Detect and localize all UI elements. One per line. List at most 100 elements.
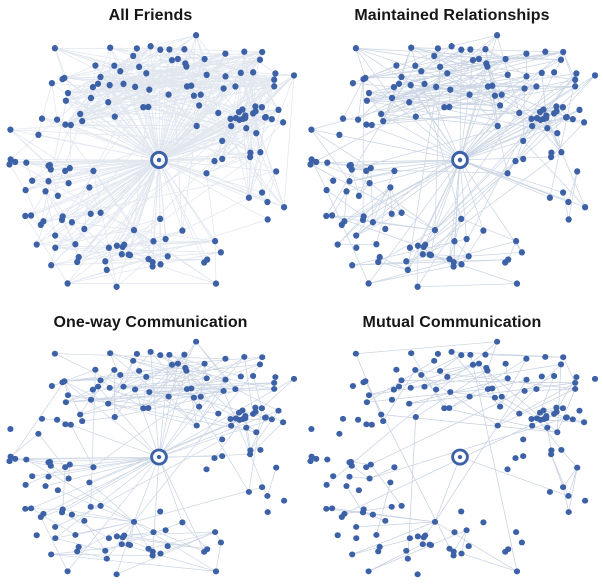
friend-node	[363, 121, 370, 128]
ego-dot	[156, 157, 161, 162]
friend-node	[44, 473, 52, 480]
friend-node	[113, 570, 120, 577]
friend-node	[38, 415, 45, 422]
friend-node	[256, 446, 263, 453]
friend-node	[388, 503, 395, 510]
friend-node	[111, 413, 118, 420]
network-all-friends	[5, 31, 297, 290]
friend-node	[504, 465, 511, 472]
friend-node	[355, 486, 362, 493]
friend-node	[458, 46, 465, 53]
friend-node	[142, 373, 149, 380]
friend-node	[264, 508, 271, 515]
friend-node	[360, 378, 367, 385]
friend-node	[6, 425, 13, 432]
ego-dot	[156, 454, 161, 459]
friend-node	[190, 394, 197, 401]
friend-node	[448, 348, 455, 355]
friend-node	[421, 383, 428, 390]
friend-node	[434, 44, 441, 52]
friend-node	[51, 350, 58, 357]
friend-node	[200, 548, 207, 555]
friend-node	[591, 375, 599, 382]
friend-node	[529, 122, 536, 129]
friend-node	[27, 504, 34, 511]
friend-node	[574, 167, 581, 175]
panel-title: One-way Communication	[53, 314, 248, 331]
friend-node	[53, 116, 60, 123]
friend-node	[414, 242, 421, 249]
friend-node	[414, 533, 421, 539]
friend-node	[66, 164, 73, 171]
friend-node	[559, 404, 566, 411]
friend-node	[258, 483, 265, 490]
friend-node	[156, 215, 163, 222]
friend-node	[544, 124, 551, 132]
friend-node	[398, 209, 405, 216]
friend-node	[360, 505, 367, 512]
friend-node	[217, 539, 224, 546]
friend-node	[395, 80, 403, 87]
friend-node	[221, 50, 228, 57]
friend-node	[103, 266, 110, 273]
friend-node	[353, 534, 360, 541]
friend-node	[201, 55, 208, 62]
friend-node	[551, 372, 558, 379]
friend-node	[382, 225, 389, 232]
friend-node	[76, 411, 83, 418]
friend-node	[447, 388, 454, 395]
friend-node	[349, 79, 356, 86]
friend-node	[118, 540, 125, 547]
friend-node	[221, 355, 228, 362]
nodes-layer	[5, 338, 297, 577]
friend-node	[162, 526, 169, 533]
friend-node	[249, 68, 256, 76]
friend-node	[523, 376, 530, 383]
friend-node	[264, 215, 271, 223]
friend-node	[548, 153, 555, 160]
friend-node	[64, 391, 71, 398]
friend-node	[135, 367, 142, 374]
friend-node	[480, 226, 487, 234]
friend-node	[560, 188, 567, 196]
friend-node	[378, 411, 385, 418]
friend-node	[353, 231, 360, 239]
friend-node	[330, 472, 337, 479]
friend-node	[450, 552, 457, 559]
friend-node	[483, 364, 490, 371]
friend-node	[120, 532, 127, 538]
friend-node	[308, 453, 315, 460]
friend-node	[502, 258, 509, 266]
friend-node	[131, 83, 138, 90]
friend-node	[446, 404, 453, 411]
friend-node	[103, 555, 110, 562]
friend-node	[242, 424, 249, 431]
friend-node	[78, 117, 85, 124]
friend-node	[469, 361, 477, 368]
friend-node	[433, 386, 440, 392]
edges	[310, 34, 596, 287]
friend-node	[149, 237, 157, 245]
friend-node	[504, 71, 511, 78]
friend-node	[47, 165, 54, 173]
friend-node	[398, 502, 405, 509]
friend-node	[542, 353, 549, 360]
friend-node	[235, 416, 243, 423]
panel-mutual-communication: Mutual Communication	[301, 302, 603, 588]
friend-node	[390, 386, 397, 393]
friend-node	[237, 69, 244, 76]
friend-node	[444, 69, 451, 77]
friend-node	[346, 177, 353, 184]
friend-node	[368, 421, 375, 428]
friend-node	[203, 374, 210, 381]
friend-node	[290, 71, 297, 79]
friend-node	[174, 55, 181, 62]
friend-node	[346, 473, 353, 480]
friend-node	[437, 63, 444, 70]
friend-node	[448, 42, 455, 50]
friend-node	[365, 89, 373, 96]
friend-node	[554, 428, 561, 435]
friend-node	[252, 129, 259, 136]
friend-node	[406, 400, 413, 407]
friend-node	[85, 479, 92, 485]
